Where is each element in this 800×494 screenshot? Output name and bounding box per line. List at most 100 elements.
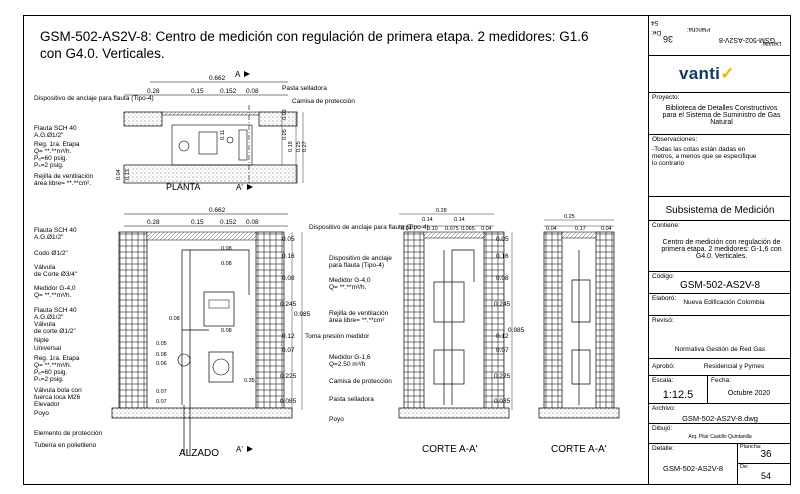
title-block-header: 54 De: 36 Plancha: GSM-502-AS2V-8 Detall… [649, 16, 791, 56]
arrow-right-icon [247, 446, 253, 452]
svg-text:Medidor G-1,6: Medidor G-1,6 [329, 354, 371, 361]
technical-drawing: A 0.662 0.28 0.15 0.152 0.08 Dispositivo… [34, 70, 620, 459]
svg-text:0.13: 0.13 [125, 169, 131, 180]
svg-text:de Corte Ø3/4": de Corte Ø3/4" [34, 271, 78, 278]
svg-text:0.985: 0.985 [508, 327, 525, 334]
svg-text:0.08: 0.08 [282, 275, 295, 282]
svg-text:0.08: 0.08 [221, 246, 232, 252]
svg-text:A.G.Ø1/2": A.G.Ø1/2" [34, 314, 64, 321]
svg-text:área libre= **.**cm²: área libre= **.**cm² [329, 317, 385, 324]
svg-text:Q=2.50 m³/h: Q=2.50 m³/h [329, 361, 366, 368]
svg-text:0.11: 0.11 [220, 130, 226, 140]
svg-text:0.075: 0.075 [445, 226, 459, 232]
svg-text:Reg. 1ra. Etapa: Reg. 1ra. Etapa [34, 141, 80, 148]
approved-cell: Aprobó: Residencial y Pymes [649, 359, 791, 376]
svg-text:0.17: 0.17 [575, 226, 586, 232]
svg-text:0.28: 0.28 [147, 219, 160, 226]
svg-text:Pₑ=60 psig.: Pₑ=60 psig. [34, 155, 68, 162]
svg-text:0.065: 0.065 [461, 226, 475, 232]
svg-text:0.08: 0.08 [246, 219, 259, 226]
plan-floor [123, 164, 298, 184]
svg-text:Codo Ø1/2": Codo Ø1/2" [34, 250, 68, 257]
svg-text:0.28: 0.28 [436, 208, 447, 214]
svg-text:0.05: 0.05 [496, 236, 509, 243]
code-cell: Código: GSM-502-AS2V-8 [649, 272, 791, 294]
elevation-wall-left [118, 231, 148, 411]
svg-text:0.08: 0.08 [156, 352, 167, 358]
svg-text:0.07: 0.07 [282, 347, 295, 354]
svg-text:0.14: 0.14 [422, 217, 433, 223]
svg-text:0.05: 0.05 [282, 129, 288, 140]
file-cell: Archivo: GSM-502-AS2V-8.dwg [649, 404, 791, 424]
regulator [177, 353, 191, 367]
svg-text:A.G.Ø1/2": A.G.Ø1/2" [34, 132, 64, 139]
svg-text:0.10: 0.10 [427, 226, 438, 232]
svg-text:0.05: 0.05 [156, 341, 167, 347]
svg-text:0.085: 0.085 [280, 398, 297, 405]
svg-text:Camisa de protección: Camisa de protección [329, 378, 392, 385]
svg-text:0.06: 0.06 [156, 361, 167, 367]
svg-text:0.985: 0.985 [294, 311, 311, 318]
meter-g4 [203, 291, 235, 327]
svg-text:0.03: 0.03 [282, 109, 288, 120]
svg-text:0.245: 0.245 [494, 301, 511, 308]
svg-text:fuerca loca M26: fuerca loca M26 [34, 394, 81, 401]
svg-text:0.08: 0.08 [169, 316, 180, 322]
section1-meter-g4 [433, 281, 465, 323]
meter-g16 [208, 351, 234, 383]
svg-text:Dispositivo de anclaje para fl: Dispositivo de anclaje para flauta (Tipo… [34, 95, 154, 102]
svg-text:0.12: 0.12 [282, 333, 295, 340]
drawing-area: A 0.662 0.28 0.15 0.152 0.08 Dispositivo… [24, 60, 644, 484]
svg-text:0.04: 0.04 [546, 226, 557, 232]
logo-cell: vanti✓ [649, 56, 791, 93]
svg-text:Q= **.**m³/h.: Q= **.**m³/h. [34, 148, 72, 155]
svg-text:0.25: 0.25 [564, 214, 575, 220]
svg-text:0.14: 0.14 [454, 217, 465, 223]
section1-label: CORTE A-A' [422, 444, 478, 455]
svg-text:0.35: 0.35 [244, 378, 255, 384]
vanti-logo: vanti✓ [679, 64, 735, 83]
sheet-cell: Detalle: GSM-502-AS2V-8 Plancha: 36 De: … [649, 444, 791, 484]
svg-text:Toma presión medidor: Toma presión medidor [305, 333, 370, 340]
plan-label: PLANTA [166, 182, 200, 192]
svg-text:A.G.Ø1/2": A.G.Ø1/2" [34, 234, 64, 241]
svg-text:0.245: 0.245 [280, 301, 297, 308]
svg-text:Pasta selladora: Pasta selladora [329, 396, 374, 403]
svg-text:A': A' [236, 445, 243, 454]
svg-text:0.152: 0.152 [220, 219, 237, 226]
svg-text:Q= **.**m³/h.: Q= **.**m³/h. [34, 292, 72, 299]
svg-text:Dispositivo de anclaje para fl: Dispositivo de anclaje para flauta (Tipo… [309, 224, 429, 231]
svg-text:Pₛ=2 psig.: Pₛ=2 psig. [34, 376, 64, 383]
svg-text:0.152: 0.152 [220, 88, 237, 95]
svg-text:0.16: 0.16 [496, 253, 509, 260]
svg-text:0.07: 0.07 [496, 347, 509, 354]
svg-text:Medidor G-4,0: Medidor G-4,0 [329, 277, 371, 284]
section-view-1: 0.28 0.14 0.14 0.04 0.10 0.075 0.065 0.0… [329, 208, 525, 455]
svg-text:0.15: 0.15 [191, 88, 204, 95]
svg-text:0.15: 0.15 [191, 219, 204, 226]
scale-date-cell: Escala: 1:12.5 Fecha: Octubre 2020 [649, 376, 791, 404]
title-block: 54 De: 36 Plancha: GSM-502-AS2V-8 Detall… [648, 16, 791, 484]
elevation-poyo [111, 407, 293, 419]
svg-text:Elemento de protección: Elemento de protección [34, 430, 103, 437]
svg-text:área libre= **.**cm².: área libre= **.**cm². [34, 180, 91, 187]
svg-text:0.08: 0.08 [246, 88, 259, 95]
arrow-right-icon [244, 71, 250, 77]
drawing-frame [23, 15, 791, 485]
section2-label: CORTE A-A' [551, 444, 607, 455]
svg-text:Elevador: Elevador [34, 401, 60, 408]
plan-wall-left [123, 111, 163, 127]
svg-text:Pₑ=60 psig.: Pₑ=60 psig. [34, 369, 68, 376]
svg-text:Dispositivo de anclaje: Dispositivo de anclaje [329, 255, 392, 262]
svg-text:Flauta SCH 40: Flauta SCH 40 [34, 307, 77, 314]
svg-text:Válvula bola con: Válvula bola con [34, 387, 82, 394]
svg-text:de corte Ø1/2": de corte Ø1/2" [34, 328, 76, 335]
svg-text:0.08: 0.08 [496, 275, 509, 282]
svg-text:Q= **.**m³/h.: Q= **.**m³/h. [329, 284, 367, 291]
project-cell: Proyecto: Biblioteca de Detalles Constru… [649, 93, 791, 135]
elevation-label: ALZADO [179, 448, 219, 459]
svg-text:Pasta selladora: Pasta selladora [282, 85, 327, 92]
svg-text:0.662: 0.662 [209, 207, 226, 214]
svg-text:Medidor G-4,0: Medidor G-4,0 [34, 285, 76, 292]
svg-text:0.08: 0.08 [221, 328, 232, 334]
